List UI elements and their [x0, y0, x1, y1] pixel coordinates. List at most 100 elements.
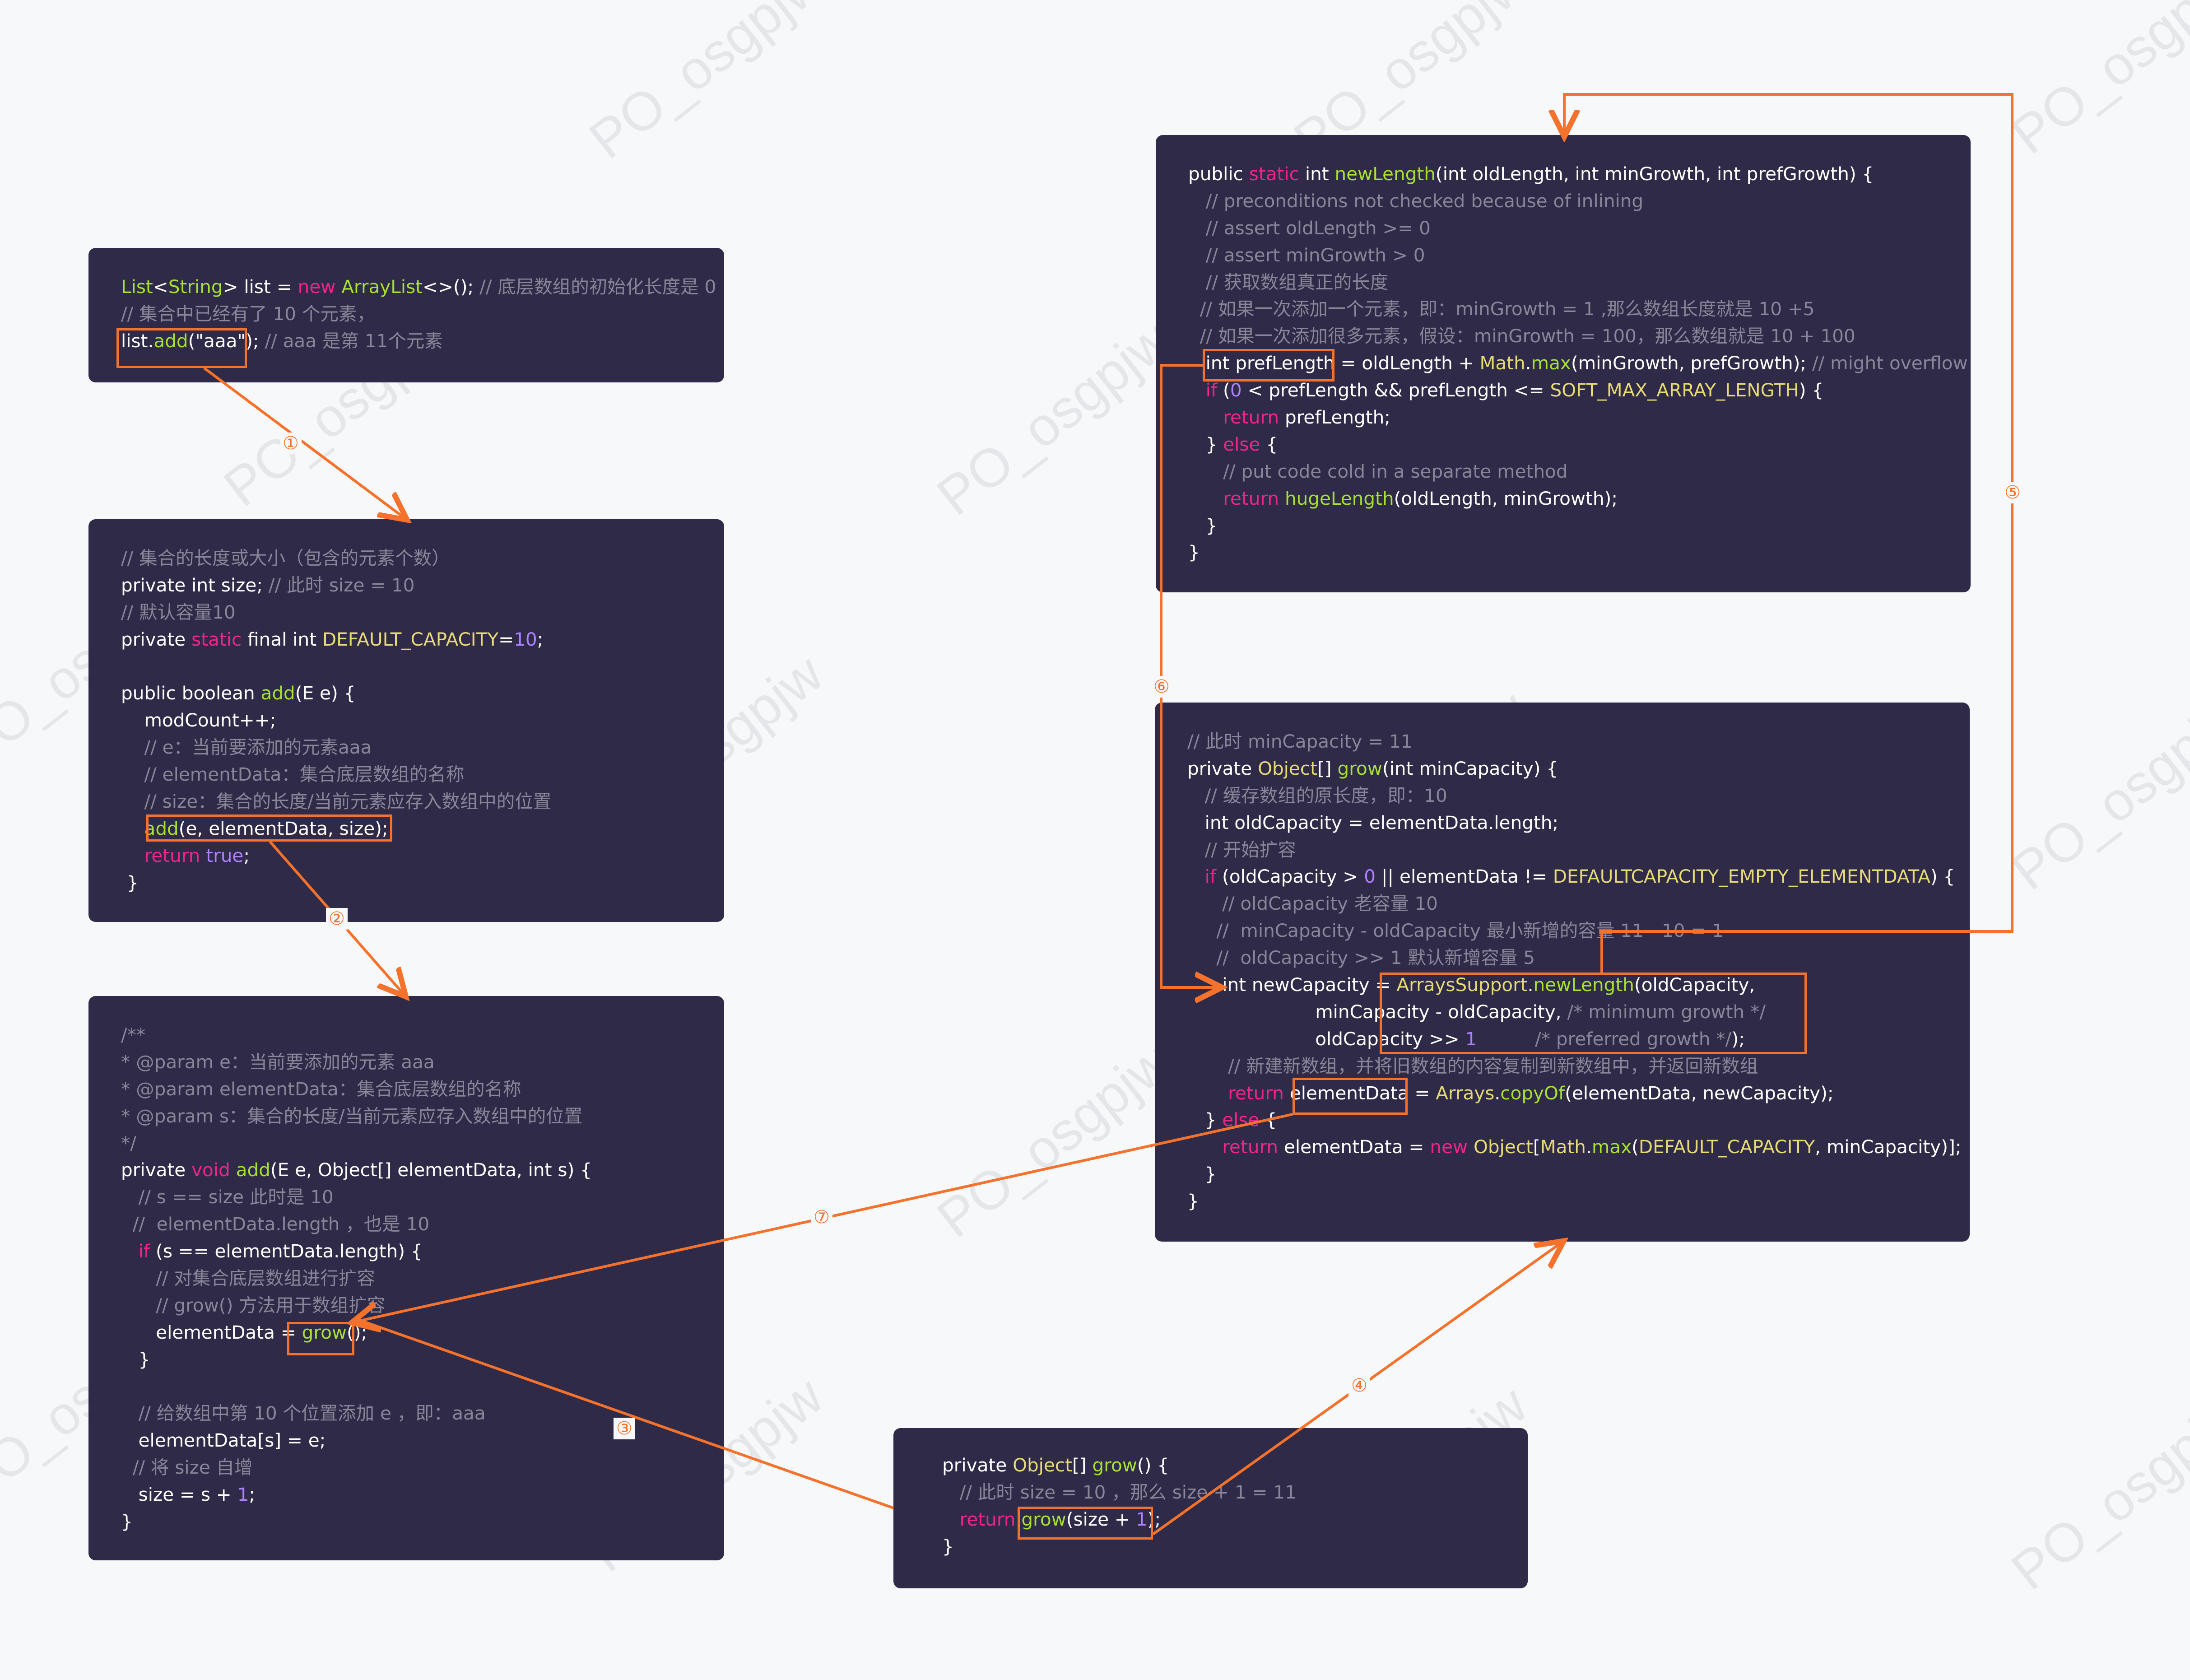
code-token: [] [1317, 757, 1338, 779]
code-token: > list = [223, 276, 298, 298]
code-token: add [236, 1159, 270, 1181]
code-token: /* preferred growth */ [1535, 1028, 1732, 1050]
code-line: minCapacity - oldCapacity, /* minimum gr… [1187, 999, 1961, 1026]
code-token: // 集合的长度或大小（包含的元素个数） [121, 547, 450, 569]
highlight-add-call [146, 814, 392, 842]
code-token: // 开始扩容 [1187, 838, 1296, 861]
highlight-grow-size-plus-one [1018, 1507, 1153, 1540]
code-token: 1 [1465, 1028, 1477, 1050]
code-line: return elementData = new Object[Math.max… [1187, 1134, 1961, 1161]
code-line: } [1188, 539, 1968, 566]
code-line: // preconditions not checked because of … [1188, 188, 1968, 215]
code-line: // assert minGrowth > 0 [1188, 242, 1968, 269]
code-token: return [1188, 406, 1285, 428]
code-token: return [1188, 487, 1285, 509]
code-token: } [1188, 433, 1223, 455]
code-token: List [121, 276, 153, 298]
code-token: elementData = [1283, 1136, 1430, 1158]
highlight-preflength [1203, 349, 1334, 382]
code-token: grow [1021, 1508, 1066, 1530]
code-line: // oldCapacity >> 1 默认新增容量 5 [1187, 945, 1961, 972]
code-token: ArrayList [341, 276, 423, 298]
arrow-step-5 [1564, 93, 2013, 973]
code-line: oldCapacity >> 1 /* preferred growth */)… [1187, 1026, 1961, 1053]
code-token: // size：集合的长度/当前元素应存入数组中的位置 [121, 791, 552, 813]
code-box-add-single-arg: // 集合的长度或大小（包含的元素个数） private int size; //… [88, 519, 724, 922]
step-label-5: ⑤ [2002, 482, 2023, 503]
code-line: } [1187, 1188, 1961, 1215]
code-token: * @param e：当前要添加的元素 aaa [121, 1051, 435, 1073]
step-label-6: ⑥ [1151, 676, 1172, 698]
code-token: 1 [237, 1484, 249, 1506]
code-line: // s == size 此时是 10 [121, 1184, 592, 1211]
code-line: list.add("aaa"); // aaa 是第 11个元素 [121, 328, 716, 355]
code-token: int oldCapacity = elementData.length; [1187, 811, 1559, 833]
code-token: grow [1092, 1454, 1137, 1476]
code-token: 1 [1135, 1508, 1148, 1530]
code-line: int oldCapacity = elementData.length; [1187, 810, 1961, 837]
code-token: [] [1072, 1454, 1093, 1476]
code-token: ) { [1799, 379, 1824, 401]
code-token: // elementData.length ，也是 10 [121, 1213, 430, 1235]
code-token: // oldCapacity >> 1 默认新增容量 5 [1187, 947, 1535, 969]
code-token: } [942, 1535, 954, 1557]
code-token: < [153, 276, 168, 298]
code-token: private [1187, 757, 1258, 779]
code-token: if [1187, 866, 1223, 888]
code-token: private [121, 628, 192, 650]
code-token: add [144, 817, 179, 839]
code-token: // 默认容量10 [121, 601, 236, 623]
code-token: } [1187, 1190, 1199, 1212]
code-token: ; [249, 1484, 256, 1506]
code-token: () { [1137, 1454, 1169, 1476]
code-token: DEFAULT_CAPACITY [322, 628, 499, 650]
code-token: final int [247, 628, 322, 650]
code-line: // elementData：集合底层数组的名称 [121, 761, 551, 788]
highlight-newlength-call [1380, 973, 1807, 1054]
code-token: (oldCapacity, [1634, 974, 1755, 996]
code-token: private [942, 1454, 1013, 1476]
code-token: (s == elementData.length) { [156, 1240, 423, 1262]
code-token: (oldLength, minGrowth); [1394, 487, 1618, 509]
code-box-add-three-args: /*** @param e：当前要添加的元素 aaa* @param eleme… [88, 996, 724, 1560]
code-line: } [1188, 512, 1968, 540]
code-box-grow-noarg: private Object[] grow() { // 此时 size = 1… [893, 1428, 1528, 1588]
code-token: } [121, 1511, 133, 1533]
code-token: list. [121, 330, 154, 352]
highlight-grow-call [287, 1322, 354, 1355]
code-token: // assert oldLength >= 0 [1188, 217, 1431, 239]
code-token: ); [1147, 1508, 1161, 1530]
code-token: Object [1258, 757, 1317, 779]
code-token: 0 [1230, 379, 1242, 401]
code-token: ) { [1930, 866, 1955, 888]
code-token: // 将 size 自增 [121, 1457, 253, 1479]
code-token: // 给数组中第 10 个位置添加 e ，即：aaa [121, 1402, 486, 1424]
code-token: (e, elementData, size); [178, 817, 388, 839]
code-line: int prefLength = oldLength + Math.max(mi… [1188, 350, 1968, 377]
code-token: DEFAULTCAPACITY_EMPTY_ELEMENTDATA [1553, 866, 1930, 888]
code-token: // 如果一次添加很多元素，假设：minGrowth = 100，那么数组就是 … [1188, 325, 1855, 347]
code-token: 10 [514, 628, 537, 650]
code-add-single-arg: // 集合的长度或大小（包含的元素个数） private int size; //… [121, 545, 551, 897]
code-line: modCount++; [121, 707, 551, 734]
code-line: private Object[] grow(int minCapacity) { [1187, 755, 1961, 782]
code-token: grow [1337, 757, 1382, 779]
code-token: max [1591, 1136, 1632, 1158]
step-label-1: ① [280, 433, 302, 454]
code-token: static [1249, 163, 1305, 185]
code-token: 0 [1364, 866, 1376, 888]
code-line: private int size; // 此时 size = 10 [121, 572, 551, 599]
code-line: } [121, 1508, 592, 1536]
code-line: // 如果一次添加很多元素，假设：minGrowth = 100，那么数组就是 … [1188, 323, 1968, 350]
code-token: if [121, 1240, 156, 1262]
code-token: return [1187, 1136, 1284, 1158]
code-token: ); [1731, 1028, 1745, 1050]
code-token: // 此时 minCapacity = 11 [1187, 731, 1413, 752]
step-label-3: ③ [614, 1418, 635, 1439]
code-token: return [121, 844, 206, 866]
code-token: ("aaa"); [188, 330, 265, 352]
code-line: } [121, 1346, 592, 1373]
code-line: // elementData.length ，也是 10 [121, 1211, 592, 1238]
code-token: minCapacity - oldCapacity, [1187, 1001, 1567, 1023]
code-line: return hugeLength(oldLength, minGrowth); [1188, 485, 1968, 512]
